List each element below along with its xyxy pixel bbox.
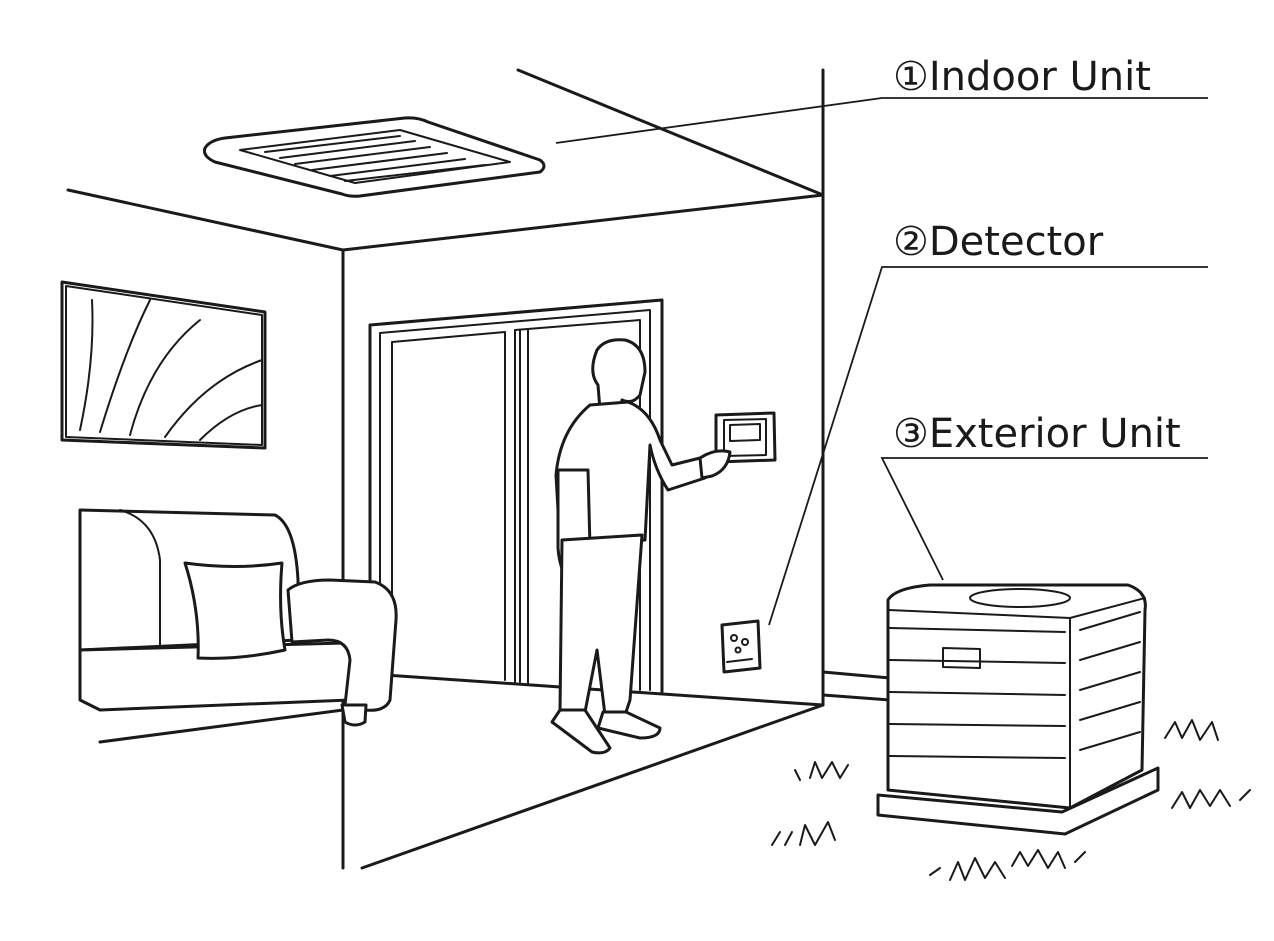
sliding-glass-door [368,298,664,694]
label-indoor-unit-number: ① [893,54,929,100]
label-detector-number: ② [893,219,929,265]
leader-lines [555,97,1208,626]
grass-tufts [771,719,1251,881]
floor-edge-front [360,703,825,870]
room-structure [66,68,892,870]
person-figure [550,338,732,755]
exterior-unit [876,583,1160,836]
sofa [78,508,398,727]
label-indoor-unit-text: Indoor Unit [929,54,1151,100]
leader-detector [768,266,1208,626]
floor-edge-left [98,708,345,744]
sofa-pillow [183,561,287,660]
label-exterior-unit-number: ③ [893,411,929,457]
ceiling-edge-top [516,68,825,197]
label-detector-text: Detector [929,219,1104,265]
label-detector: ②Detector [893,219,1104,265]
leader-exterior-unit [880,457,1208,581]
ceiling-edge-left [66,188,345,252]
leader-indoor-unit [555,97,1208,144]
exterior-ground-line [821,670,892,702]
indoor-unit-cassette [203,116,546,198]
wall-art-painting [60,280,267,450]
label-exterior-unit-text: Exterior Unit [929,411,1181,457]
detector-device [720,619,762,674]
ceiling-edge-back [341,193,825,252]
label-indoor-unit: ①Indoor Unit [893,54,1151,100]
label-exterior-unit: ③Exterior Unit [893,411,1181,457]
wall-control-panel [714,411,777,464]
